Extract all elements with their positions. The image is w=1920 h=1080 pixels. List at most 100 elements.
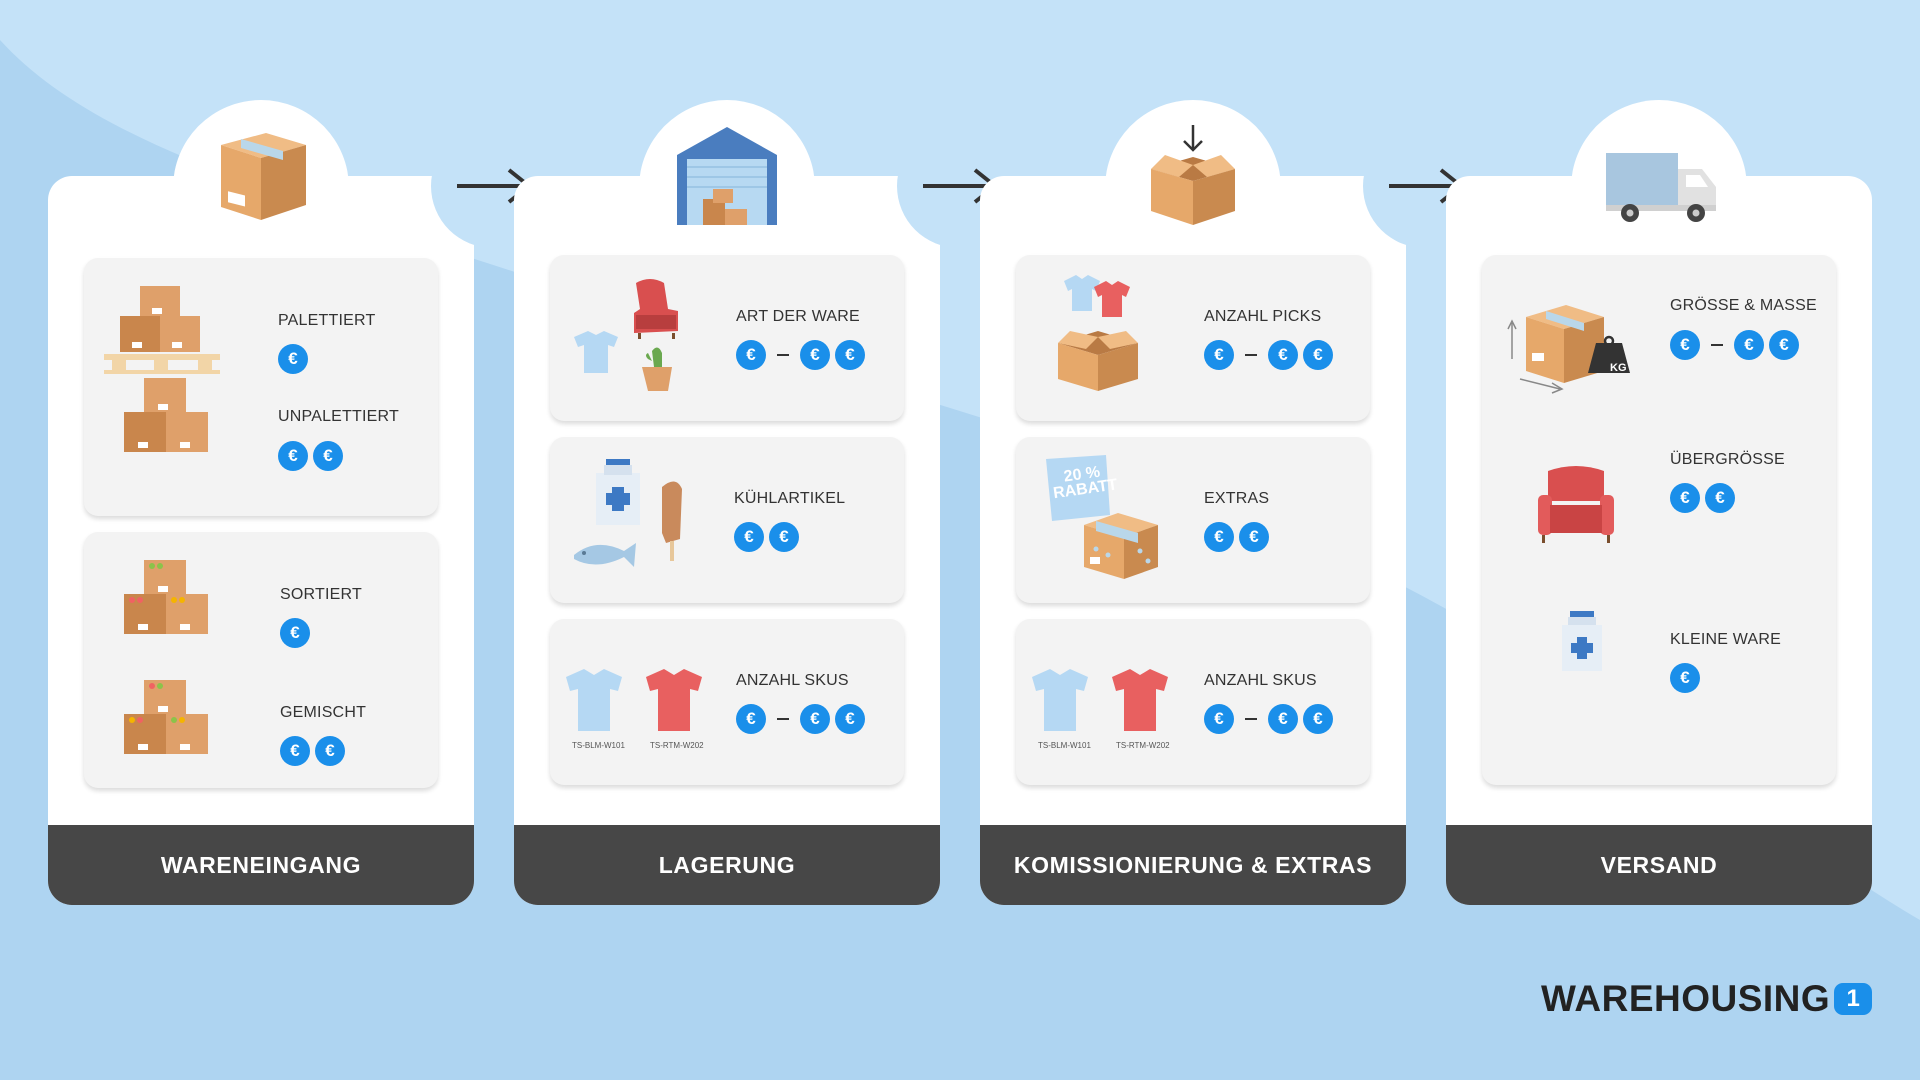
item-label: UNPALETTIERT [278,408,399,425]
card-art-der-ware: ART DER WARE €€€ [550,255,904,421]
item-label: PALETTIERT [278,312,376,329]
weight-label: KG [1610,362,1627,374]
euro-icon: € [1670,330,1700,360]
card-extras: 20 % RABATT EXTRAS €€ [1016,437,1370,603]
list-item: ART DER WARE €€€ [550,255,904,421]
column-komissionierung: KOMISSIONIERUNG & EXTRAS ANZAHL PICKS €€… [980,85,1406,905]
item-label: ART DER WARE [736,308,860,325]
column-title: LAGERUNG [514,825,940,905]
goods-types-icon [574,279,678,391]
list-item: KLEINE WARE € [1482,605,1836,785]
palletized-boxes-icon [104,286,220,374]
list-item: 20 % RABATT EXTRAS €€ [1016,437,1370,603]
price-indicator: €€ [278,441,343,471]
price-indicator: €€€ [1204,704,1333,734]
sorted-boxes-icon [124,560,208,634]
euro-icon: € [736,340,766,370]
medicine-bottle-icon [1562,611,1602,671]
price-indicator: €€€ [736,704,865,734]
euro-icon: € [1734,330,1764,360]
column-wareneingang: WARENEINGANG PALETTIERT € UNPALETTIERT [48,85,474,905]
mixed-boxes-icon [124,680,208,754]
price-indicator: €€ [1670,483,1735,513]
price-indicator: €€€ [736,340,865,370]
list-item: ÜBERGRÖSSE €€ [1482,425,1836,605]
item-label: EXTRAS [1204,490,1270,507]
euro-icon: € [280,618,310,648]
item-label: GRÖSSE & MASSE [1670,297,1817,314]
euro-icon: € [280,736,310,766]
euro-icon: € [1303,704,1333,734]
price-indicator: € [280,618,310,648]
list-item: TS-BLM-W101 TS-RTM-W202 ANZAHL SKUS €€€ [1016,619,1370,785]
euro-icon: € [1303,340,1333,370]
price-indicator: €€ [280,736,345,766]
euro-icon: € [835,340,865,370]
column-versand: VERSAND KG GRÖSSE & MASSE €€€ [1446,85,1872,905]
card-versand: KG GRÖSSE & MASSE €€€ ÜBERGRÖSSE €€ KLEI… [1482,255,1836,785]
euro-icon: € [800,340,830,370]
range-dash [1711,344,1723,346]
item-label: ANZAHL SKUS [736,672,849,689]
picks-icon [1058,275,1138,391]
brand-badge: 1 [1834,983,1873,1015]
euro-icon: € [315,736,345,766]
package-box-icon [221,133,306,220]
sku-code: TS-BLM-W101 [572,741,625,750]
euro-icon: € [769,522,799,552]
card-anzahl-picks: ANZAHL PICKS €€€ [1016,255,1370,421]
list-item: UNPALETTIERT €€ [84,378,438,516]
sku-code: TS-RTM-W202 [650,741,704,750]
brand-text: WAREHOUSING [1541,978,1831,1019]
box-weight-icon [1507,305,1630,394]
item-label: GEMISCHT [280,704,367,721]
item-label: ANZAHL PICKS [1204,308,1322,325]
price-indicator: €€ [734,522,799,552]
card-sortierung: SORTIERT € GEMISCHT €€ [84,532,438,788]
range-dash [777,354,789,356]
euro-icon: € [313,441,343,471]
delivery-truck-icon [1606,153,1716,222]
list-item: TS-BLM-W101 TS-RTM-W202 ANZAHL SKUS €€€ [550,619,904,785]
warehouse-icon [677,127,777,225]
euro-icon: € [1705,483,1735,513]
euro-icon: € [1239,522,1269,552]
list-item: SORTIERT € [84,532,438,652]
column-title: KOMISSIONIERUNG & EXTRAS [980,825,1406,905]
euro-icon: € [1268,704,1298,734]
euro-icon: € [1670,663,1700,693]
price-indicator: € [278,344,308,374]
list-item: GEMISCHT €€ [84,652,438,788]
euro-icon: € [1769,330,1799,360]
list-item: ANZAHL PICKS €€€ [1016,255,1370,421]
euro-icon: € [1204,704,1234,734]
euro-icon: € [1670,483,1700,513]
euro-icon: € [835,704,865,734]
armchair-icon [1538,466,1614,543]
brand-logo: WAREHOUSING 1 [1541,977,1873,1021]
item-label: KÜHLARTIKEL [734,490,846,507]
euro-icon: € [1204,522,1234,552]
price-indicator: €€€ [1670,330,1799,360]
list-item: KG GRÖSSE & MASSE €€€ [1482,255,1836,425]
sku-code: TS-RTM-W202 [1116,741,1170,750]
euro-icon: € [1204,340,1234,370]
price-indicator: €€ [1204,522,1269,552]
stacked-boxes-icon [124,378,208,452]
column-lagerung: LAGERUNG ART DER WARE €€€ KÜHLARTIKEL € [514,85,940,905]
price-indicator: €€€ [1204,340,1333,370]
list-item: PALETTIERT € [84,258,438,378]
card-anzahl-skus: TS-BLM-W101 TS-RTM-W202 ANZAHL SKUS €€€ [1016,619,1370,785]
column-title: VERSAND [1446,825,1872,905]
euro-icon: € [736,704,766,734]
euro-icon: € [1268,340,1298,370]
list-item: KÜHLARTIKEL €€ [550,437,904,603]
item-label: ANZAHL SKUS [1204,672,1317,689]
range-dash [777,718,789,720]
chilled-goods-icon [574,459,682,567]
sku-shirts-icon [566,669,702,731]
open-box-icon [1151,125,1235,225]
price-indicator: € [1670,663,1700,693]
item-label: KLEINE WARE [1670,631,1781,648]
sku-code: TS-BLM-W101 [1038,741,1091,750]
